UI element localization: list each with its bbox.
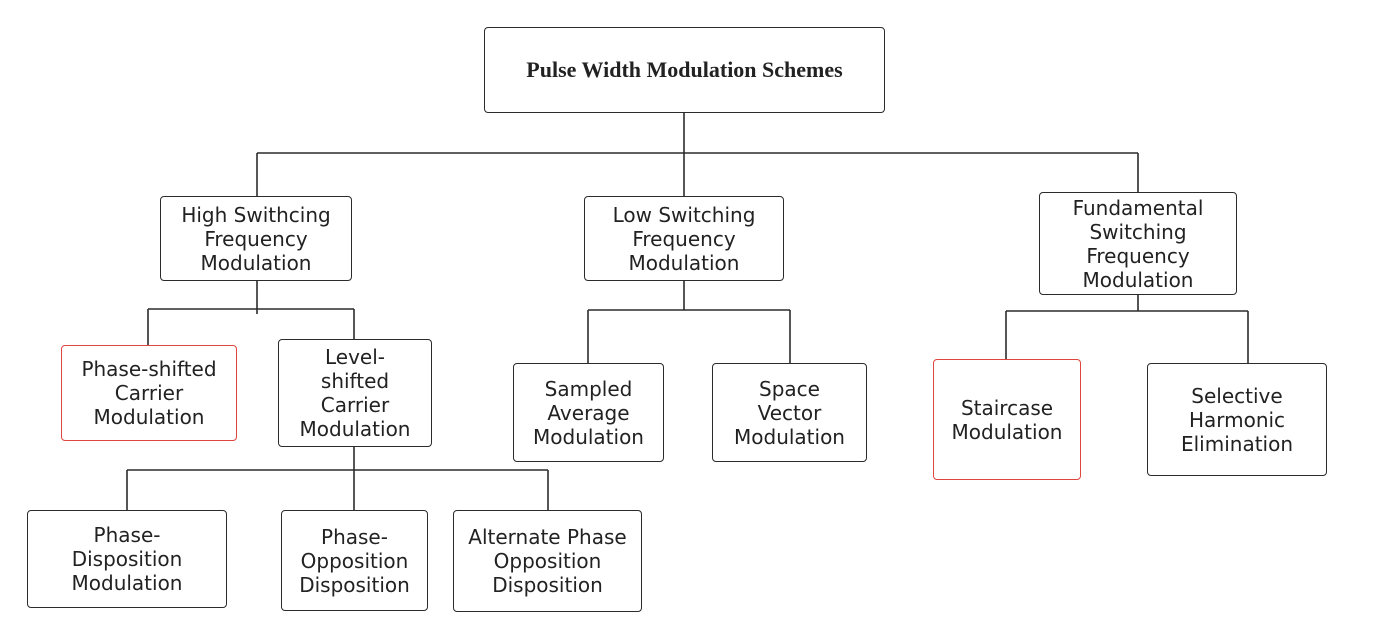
node-label: High Swithcing Frequency Modulation bbox=[181, 202, 331, 275]
node-fundamental-switching-frequency: Fundamental Switching Frequency Modulati… bbox=[1039, 192, 1237, 295]
node-label: Sampled Average Modulation bbox=[533, 376, 644, 449]
node-label: Phase- Disposition Modulation bbox=[71, 523, 183, 595]
node-selective-harmonic: Selective Harmonic Elimination bbox=[1147, 363, 1327, 476]
node-high-switching-frequency: High Swithcing Frequency Modulation bbox=[160, 196, 352, 281]
node-space-vector: Space Vector Modulation bbox=[712, 363, 867, 462]
node-level-shifted-carrier: Level- shifted Carrier Modulation bbox=[278, 339, 432, 447]
node-label: Alternate Phase Opposition Disposition bbox=[468, 525, 627, 597]
node-alternate-phase-opposition: Alternate Phase Opposition Disposition bbox=[453, 510, 642, 612]
node-label: Low Switching Frequency Modulation bbox=[612, 202, 756, 275]
node-label: Space Vector Modulation bbox=[734, 376, 845, 449]
node-phase-disposition: Phase- Disposition Modulation bbox=[27, 510, 227, 608]
node-staircase: Staircase Modulation bbox=[933, 359, 1081, 480]
node-label: Level- shifted Carrier Modulation bbox=[299, 345, 411, 441]
node-sampled-average: Sampled Average Modulation bbox=[513, 363, 664, 462]
node-label: Staircase Modulation bbox=[951, 395, 1063, 444]
node-label: Fundamental Switching Frequency Modulati… bbox=[1072, 195, 1204, 292]
node-phase-opposition: Phase- Opposition Disposition bbox=[281, 510, 428, 611]
node-label: Phase-shifted Carrier Modulation bbox=[81, 357, 217, 429]
node-low-switching-frequency: Low Switching Frequency Modulation bbox=[584, 196, 784, 281]
node-label: Phase- Opposition Disposition bbox=[299, 524, 410, 597]
root-node-pwm-schemes: Pulse Width Modulation Schemes bbox=[484, 27, 885, 113]
root-node-label: Pulse Width Modulation Schemes bbox=[526, 57, 843, 82]
node-label: Selective Harmonic Elimination bbox=[1180, 383, 1294, 456]
node-phase-shifted-carrier: Phase-shifted Carrier Modulation bbox=[61, 345, 237, 441]
